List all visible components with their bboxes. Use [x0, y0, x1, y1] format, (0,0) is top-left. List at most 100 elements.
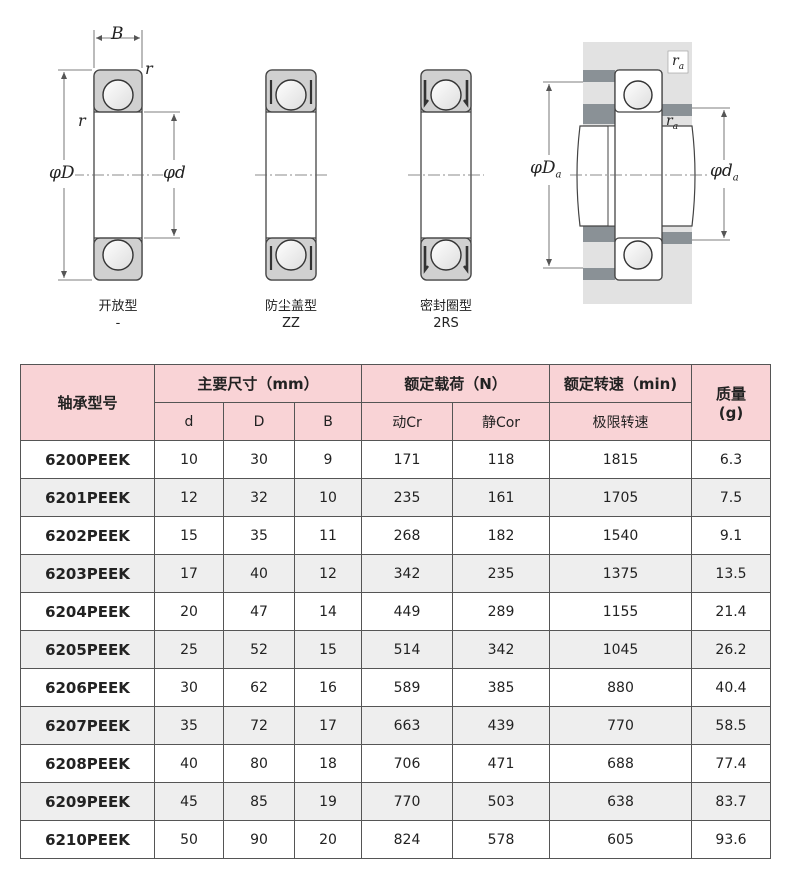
cell-b: 18 — [293, 744, 363, 783]
header-speed-rating: 额定转速（min) — [549, 364, 693, 403]
cell-mass: 6.3 — [691, 440, 772, 479]
dim-label-ra-top: ra — [672, 53, 685, 72]
rs-bearing-figure — [408, 69, 484, 281]
caption-rs-name: 密封圈型 — [419, 299, 472, 314]
cell-mass: 21.4 — [691, 592, 772, 631]
caption-zz: 防尘盖型 ZZ — [231, 298, 351, 332]
cell-dynamic-cr: 171 — [361, 440, 454, 479]
cell-static-cor: 235 — [452, 554, 551, 593]
cell-dynamic-cr: 342 — [361, 554, 454, 593]
bearing-diagrams: B r r φD φd ra ra φDa φda 开放型 - 防尘盖型 ZZ … — [0, 0, 790, 345]
cell-mass: 83.7 — [691, 782, 772, 821]
cell-model: 6209PEEK — [20, 782, 155, 821]
dim-label-shaft-diameter: φda — [710, 161, 739, 184]
cell-model: 6203PEEK — [20, 554, 155, 593]
cell-d: 40 — [154, 744, 224, 783]
cell-d: 45 — [154, 782, 224, 821]
ball-icon — [623, 240, 653, 270]
cell-model: 6210PEEK — [20, 820, 155, 859]
cell-model: 6205PEEK — [20, 630, 155, 669]
cell-outer-d: 35 — [223, 516, 295, 555]
cell-dynamic-cr: 235 — [361, 478, 454, 517]
cell-d: 30 — [154, 668, 224, 707]
caption-zz-code: ZZ — [282, 316, 300, 331]
cell-outer-d: 30 — [223, 440, 295, 479]
cell-limit-speed: 1155 — [549, 592, 693, 631]
cell-limit-speed: 1540 — [549, 516, 693, 555]
cell-mass: 93.6 — [691, 820, 772, 859]
cell-dynamic-cr: 663 — [361, 706, 454, 745]
cell-b: 9 — [293, 440, 363, 479]
cell-d: 25 — [154, 630, 224, 669]
cell-dynamic-cr: 449 — [361, 592, 454, 631]
cell-outer-d: 90 — [223, 820, 295, 859]
cell-b: 16 — [293, 668, 363, 707]
dim-label-b: B — [111, 24, 124, 44]
header-dynamic-cr: 动Cr — [361, 402, 454, 441]
cell-static-cor: 439 — [452, 706, 551, 745]
cell-model: 6207PEEK — [20, 706, 155, 745]
cell-limit-speed: 605 — [549, 820, 693, 859]
dim-label-bore-diameter: φd — [163, 163, 186, 183]
header-static-cor: 静Cor — [452, 402, 551, 441]
ball-icon — [430, 79, 462, 111]
cell-outer-d: 32 — [223, 478, 295, 517]
caption-open: 开放型 - — [58, 298, 178, 332]
cell-model: 6200PEEK — [20, 440, 155, 479]
cell-model: 6202PEEK — [20, 516, 155, 555]
cell-d: 20 — [154, 592, 224, 631]
cell-mass: 77.4 — [691, 744, 772, 783]
cell-b: 20 — [293, 820, 363, 859]
cell-b: 15 — [293, 630, 363, 669]
header-mass-unit: (g) — [718, 404, 744, 422]
dim-label-ra-mid: ra — [666, 113, 679, 132]
cell-b: 12 — [293, 554, 363, 593]
cell-b: 19 — [293, 782, 363, 821]
header-load-rating: 额定载荷（N） — [361, 364, 551, 403]
cell-d: 50 — [154, 820, 224, 859]
cell-static-cor: 578 — [452, 820, 551, 859]
cell-dynamic-cr: 268 — [361, 516, 454, 555]
cell-outer-d: 40 — [223, 554, 295, 593]
cell-outer-d: 80 — [223, 744, 295, 783]
cell-model: 6208PEEK — [20, 744, 155, 783]
table-header: 轴承型号 主要尺寸（mm） 额定载荷（N） 额定转速（min) 质量 (g) d… — [20, 364, 772, 441]
caption-rs: 密封圈型 2RS — [386, 298, 506, 332]
dim-label-housing-diameter: φDa — [530, 158, 562, 181]
cell-static-cor: 161 — [452, 478, 551, 517]
cell-mass: 7.5 — [691, 478, 772, 517]
cell-b: 17 — [293, 706, 363, 745]
header-mass-label: 质量 — [716, 385, 747, 403]
cell-dynamic-cr: 770 — [361, 782, 454, 821]
ball-icon — [275, 79, 307, 111]
cell-mass: 40.4 — [691, 668, 772, 707]
ball-icon — [275, 239, 307, 271]
bearing-spec-table: 轴承型号 主要尺寸（mm） 额定载荷（N） 额定转速（min) 质量 (g) d… — [20, 364, 772, 859]
cell-limit-speed: 1045 — [549, 630, 693, 669]
cell-limit-speed: 688 — [549, 744, 693, 783]
cell-outer-d: 52 — [223, 630, 295, 669]
cell-dynamic-cr: 824 — [361, 820, 454, 859]
cell-limit-speed: 1815 — [549, 440, 693, 479]
ball-icon — [623, 80, 653, 110]
cell-dynamic-cr: 706 — [361, 744, 454, 783]
cell-static-cor: 342 — [452, 630, 551, 669]
cell-outer-d: 85 — [223, 782, 295, 821]
header-model: 轴承型号 — [20, 364, 155, 441]
cell-outer-d: 47 — [223, 592, 295, 631]
cell-limit-speed: 770 — [549, 706, 693, 745]
cell-dynamic-cr: 589 — [361, 668, 454, 707]
zz-bearing-figure — [255, 69, 328, 281]
cell-model: 6201PEEK — [20, 478, 155, 517]
cell-limit-speed: 1375 — [549, 554, 693, 593]
cell-mass: 9.1 — [691, 516, 772, 555]
